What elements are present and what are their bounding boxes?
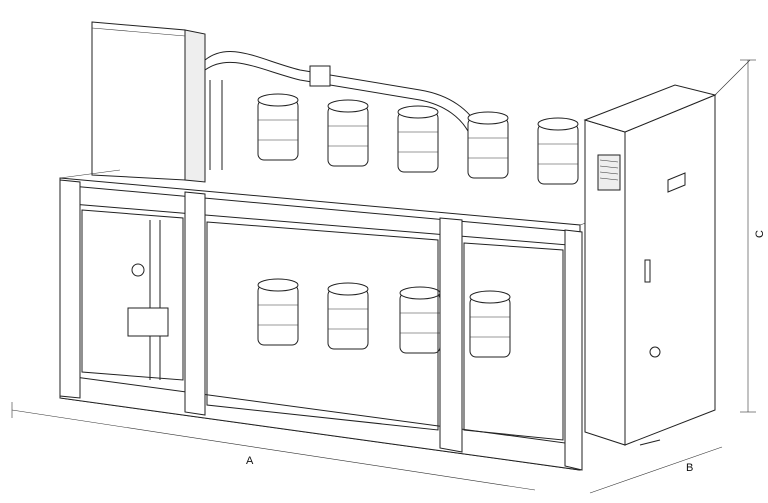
compressor <box>399 286 441 354</box>
compressor <box>257 93 299 161</box>
compressor <box>257 278 299 346</box>
dimension-b-label: B <box>686 462 694 474</box>
dimension-c-label: C <box>753 230 766 238</box>
compressor <box>537 117 579 185</box>
dimension-lines <box>11 59 756 494</box>
frame <box>59 169 601 471</box>
piping <box>127 51 481 380</box>
dimension-a-label: A <box>246 455 254 467</box>
upper-compressors <box>257 93 579 185</box>
compressor <box>327 99 369 167</box>
compressor <box>397 105 439 173</box>
compressor <box>327 282 369 350</box>
compressor <box>469 290 511 358</box>
electrical-panel <box>583 84 717 446</box>
compressor <box>467 111 509 179</box>
lower-compressors <box>257 278 511 358</box>
heat-exchanger <box>91 21 206 183</box>
